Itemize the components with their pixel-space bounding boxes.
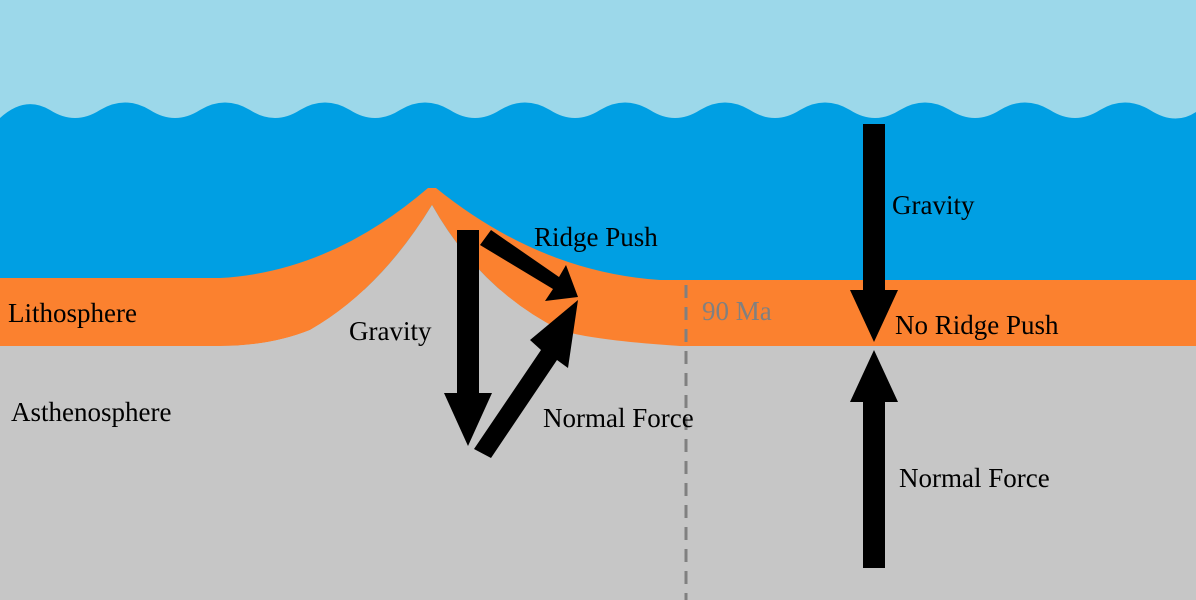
lithosphere-label: Lithosphere xyxy=(8,298,137,328)
ridge-normal-force-label: Normal Force xyxy=(543,403,694,433)
ridge-asthenosphere-wedge xyxy=(220,205,680,346)
ridge-gravity-arrow xyxy=(444,230,492,446)
right-normal-force-label: Normal Force xyxy=(899,463,1050,493)
asthenosphere-label: Asthenosphere xyxy=(11,397,172,427)
right-gravity-label: Gravity xyxy=(892,190,975,220)
ridge-normal-force-arrow xyxy=(474,300,578,458)
ocean-water xyxy=(0,102,1196,290)
ridge-push-arrow xyxy=(480,230,578,301)
right-gravity-arrow xyxy=(850,124,898,342)
sky xyxy=(0,0,1196,130)
no-ridge-push-label: No Ridge Push xyxy=(895,310,1059,340)
age-marker-label: 90 Ma xyxy=(702,296,772,326)
ridge-gravity-label: Gravity xyxy=(349,316,432,346)
ridge-push-label: Ridge Push xyxy=(534,222,658,252)
right-normal-force-arrow xyxy=(850,350,898,568)
lithosphere-layer xyxy=(0,188,1196,346)
